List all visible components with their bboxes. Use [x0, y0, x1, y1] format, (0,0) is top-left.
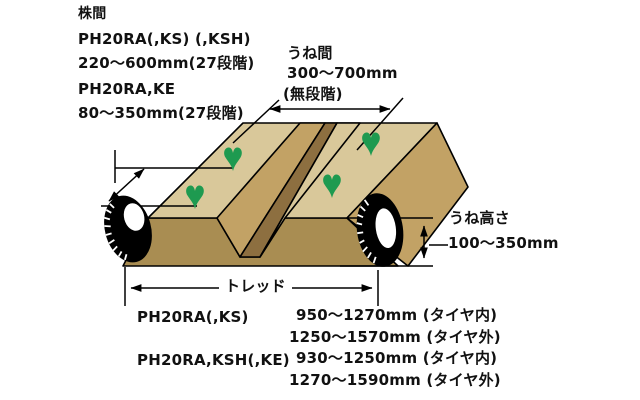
tread-heading: トレッド [219, 277, 292, 296]
dimension-lines [101, 97, 448, 306]
ridge-height-heading: うね高さ [449, 209, 510, 227]
ridge-spacing-note: (無段階) [283, 85, 343, 103]
plant-spacing-range-2: 80〜350mm(27段階) [78, 104, 244, 122]
plant-spacing-model-2: PH20RA,KE [78, 80, 176, 98]
plant-spacing-heading: 株間 [78, 6, 107, 22]
furrow-right-slope [259, 122, 361, 258]
tread-model-1: PH20RA(,KS) [137, 308, 249, 326]
plant-spacing-range-1: 220〜600mm(27段階) [78, 54, 255, 72]
ridge-height-range: 100〜350mm [448, 234, 559, 252]
ridge-spacing-heading: うね間 [287, 44, 333, 62]
plant-spacing-model-1: PH20RA(,KS) (,KSH) [78, 30, 251, 48]
tread-outer-range-2: 1270〜1590mm (タイヤ外) [289, 371, 501, 389]
tread-inner-range-2: 930〜1250mm (タイヤ内) [296, 349, 498, 367]
tread-model-2: PH20RA,KSH(,KE) [137, 351, 290, 369]
ridge-spacing-range: 300〜700mm [287, 64, 398, 82]
tread-outer-range-1: 1250〜1570mm (タイヤ外) [289, 328, 501, 346]
left-tire [104, 195, 152, 263]
right-tire [356, 193, 404, 267]
tread-inner-range-1: 950〜1270mm (タイヤ内) [296, 306, 498, 324]
soil-block [122, 122, 469, 267]
